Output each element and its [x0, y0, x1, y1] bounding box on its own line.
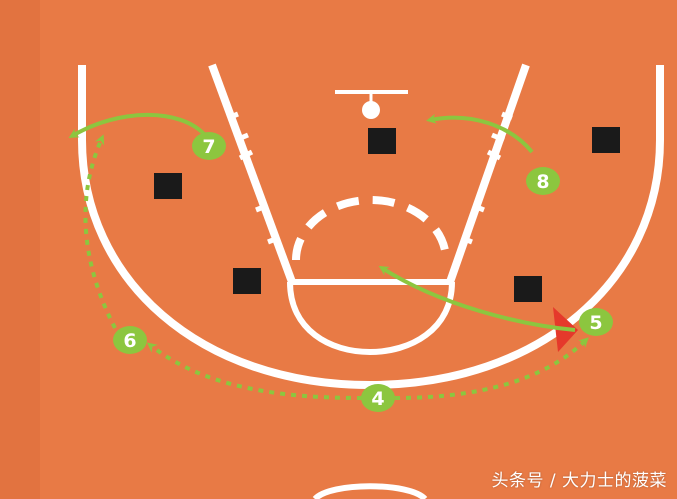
free-throw-circle-bottom — [287, 281, 455, 356]
player-7: 7 — [192, 132, 226, 160]
arrow-8-cut — [426, 113, 534, 154]
movement-arrows — [68, 112, 589, 400]
player-label: 6 — [123, 330, 136, 352]
players: 7 8 5 6 4 — [113, 132, 613, 412]
lane-left-line — [208, 63, 296, 284]
lane — [208, 63, 530, 285]
arrow-5-pass — [378, 265, 576, 332]
player-label: 8 — [536, 171, 549, 193]
arrow-6-pass — [83, 134, 117, 329]
player-label: 5 — [589, 312, 602, 334]
player-label: 4 — [371, 388, 384, 410]
three-point-line — [78, 65, 664, 390]
rim — [362, 101, 380, 119]
arrow-7-cut — [68, 112, 207, 139]
defender-marker — [154, 173, 182, 199]
defender-marker — [233, 268, 261, 294]
defender-marker — [592, 127, 620, 153]
lane-right-line — [446, 63, 530, 284]
watermark-caption: 头条号 / 大力士的菠菜 — [491, 471, 667, 491]
arrow-4-to-5 — [394, 337, 589, 400]
player-4: 4 — [361, 384, 395, 412]
defender-marker — [514, 276, 542, 302]
court-side-strip — [0, 0, 40, 499]
lane-hash-marks-left — [227, 111, 279, 245]
player-6: 6 — [113, 326, 147, 354]
lane-hash-marks-right — [461, 111, 513, 245]
player-label: 7 — [202, 136, 215, 158]
defenders — [154, 127, 620, 302]
center-circle-partial — [312, 483, 428, 499]
free-throw-circle-top — [292, 196, 450, 261]
player-5: 5 — [579, 308, 613, 336]
defender-marker — [368, 128, 396, 154]
player-8: 8 — [526, 167, 560, 195]
